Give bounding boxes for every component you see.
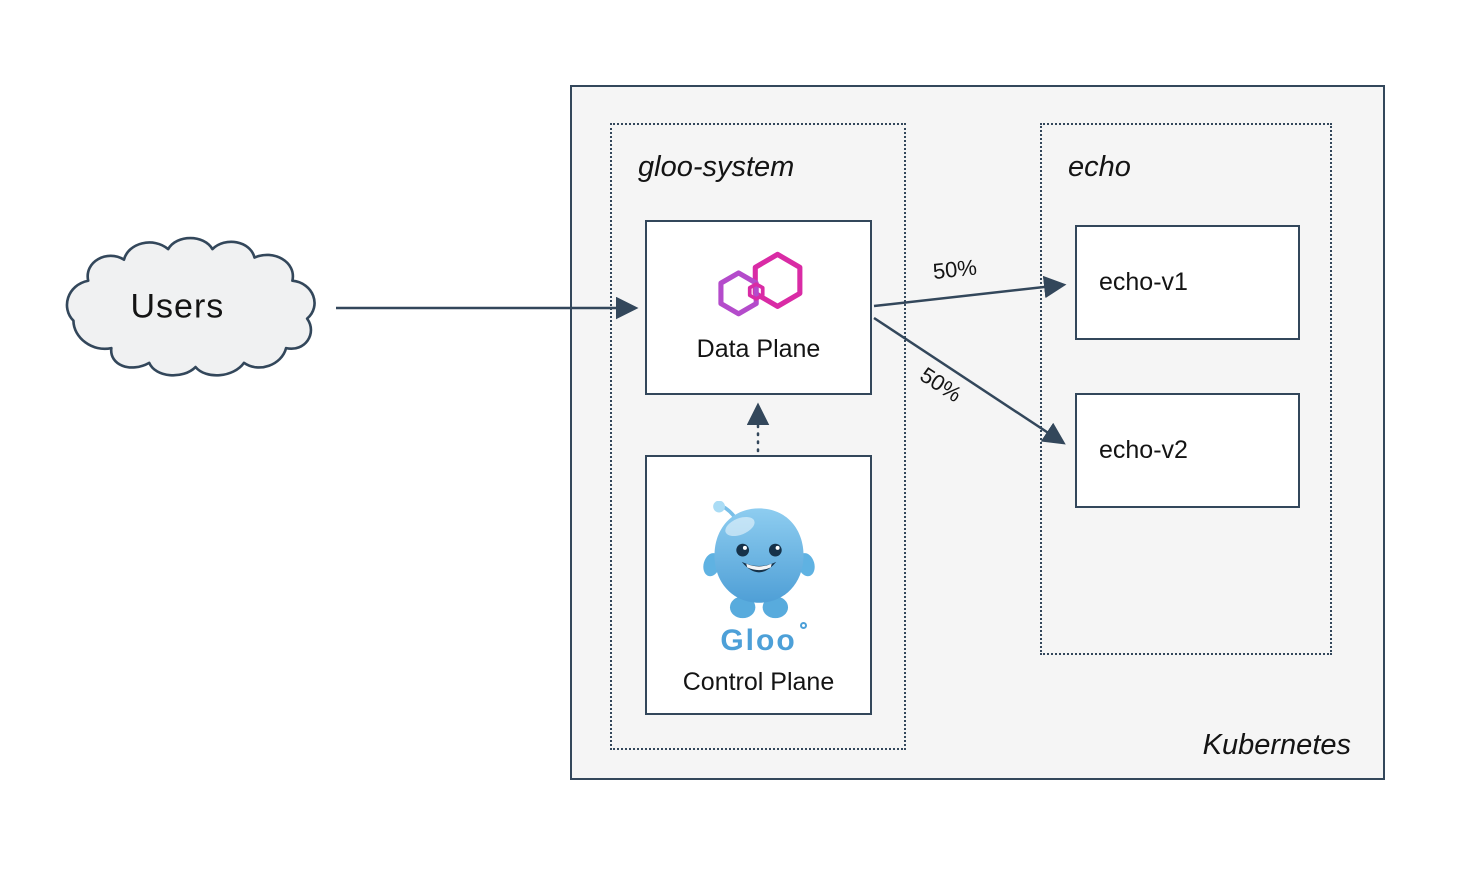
node-echo-v1: echo-v1 [1075, 225, 1300, 340]
control-plane-label: Control Plane [682, 668, 835, 696]
kubernetes-label: Kubernetes [1202, 729, 1351, 761]
users-cloud: Users [52, 226, 337, 394]
cloud-icon [65, 236, 316, 377]
namespace-echo-box: echo [1040, 123, 1332, 655]
node-echo-v2: echo-v2 [1075, 393, 1300, 508]
node-data-plane: Data Plane [645, 220, 872, 395]
gloo-mascot-icon [700, 500, 818, 626]
echo-v1-label: echo-v1 [1099, 268, 1188, 296]
gloo-hexagons-icon [703, 246, 815, 329]
namespace-gloo-system-label: gloo-system [638, 151, 795, 183]
echo-v2-label: echo-v2 [1099, 436, 1188, 464]
data-plane-label: Data Plane [696, 334, 821, 363]
gloo-wordmark-ring-icon [799, 622, 807, 629]
node-control-plane: Gloo Control Plane [645, 455, 872, 715]
namespace-echo-label: echo [1068, 151, 1131, 183]
gloo-wordmark: Gloo [720, 622, 807, 658]
users-label: Users [130, 287, 225, 326]
